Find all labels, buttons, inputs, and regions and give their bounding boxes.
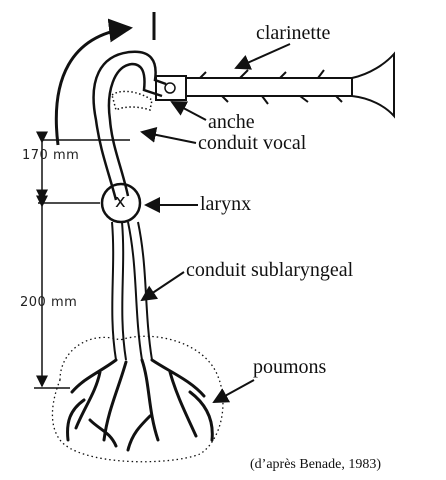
- source-credit: (d’après Benade, 1983): [250, 457, 381, 473]
- label-larynx: larynx: [200, 193, 251, 216]
- sublaryngeal-left: [112, 222, 126, 360]
- clarinet-bell: [352, 54, 394, 116]
- arrow-poumons: [214, 380, 254, 402]
- label-conduit-vocal: conduit vocal: [198, 132, 306, 155]
- sublaryngeal-right: [128, 222, 152, 360]
- vocal-tract-inner: [109, 64, 162, 196]
- vocal-tract-outline: [94, 52, 166, 200]
- label-anche: anche: [208, 111, 255, 134]
- dimension-lower: 200 mm: [20, 295, 77, 310]
- lungs-bronchi: [68, 360, 213, 450]
- arrow-anche: [172, 102, 206, 120]
- reed-screw: [165, 83, 175, 93]
- clarinet-keys: [200, 70, 342, 104]
- label-poumons: poumons: [253, 356, 326, 379]
- clarinet-body: [186, 78, 352, 96]
- arrow-sublaryngeal: [142, 272, 184, 300]
- label-clarinette: clarinette: [256, 22, 330, 45]
- label-conduit-sublaryngeal: conduit sublaryngeal: [186, 259, 353, 282]
- dimension-upper: 170 mm: [22, 148, 79, 163]
- larynx-mark: x: [115, 191, 126, 212]
- mouth-cavity: [112, 91, 152, 110]
- arrow-conduit-vocal: [142, 132, 196, 143]
- arrow-clarinette: [236, 44, 290, 68]
